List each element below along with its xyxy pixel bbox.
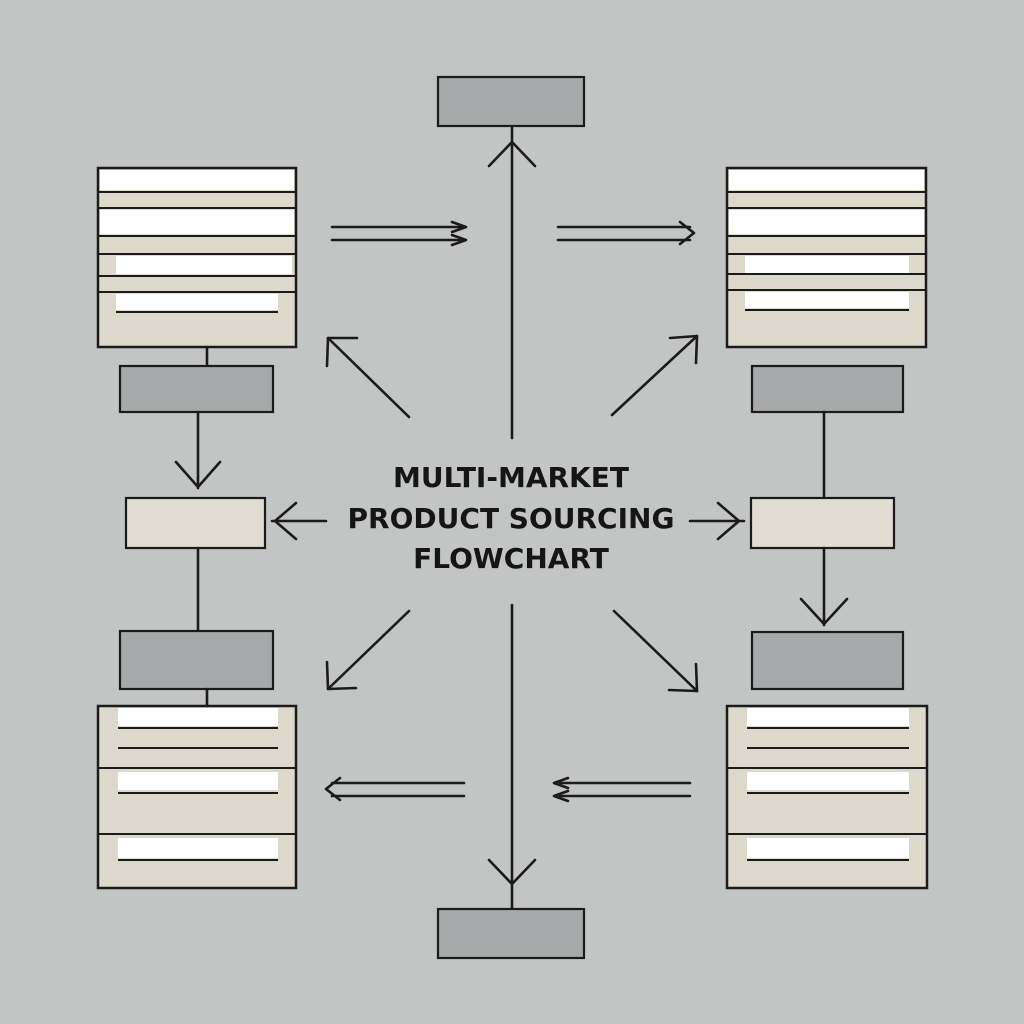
arrow-center-to-top [487, 125, 537, 440]
right-middle-box [749, 496, 896, 550]
double-arrow-bottom-right-to-center [552, 776, 692, 803]
document-top-left [96, 166, 298, 349]
left-lower-box [118, 629, 275, 691]
bottom-box [436, 907, 586, 960]
arrow-right-middle-to-lower [799, 546, 849, 627]
double-arrow-bottom-center-to-left-doc [324, 776, 466, 802]
arrow-center-to-bottom [487, 603, 537, 910]
left-middle-box [124, 496, 267, 550]
arrow-center-to-top-right-doc [610, 334, 699, 417]
title-line-2: PRODUCT SOURCING [348, 502, 675, 535]
title-line-3: FLOWCHART [413, 542, 609, 575]
double-arrow-top-left-to-right [330, 220, 468, 247]
arrow-center-to-top-left-doc [325, 336, 411, 419]
right-upper-box [750, 364, 905, 414]
right-lower-box [750, 630, 905, 691]
left-upper-box [118, 364, 275, 414]
top-box [436, 75, 586, 128]
arrow-center-to-bottom-left-doc [325, 609, 411, 691]
arrow-center-to-bottom-right-doc [612, 609, 699, 693]
arrow-center-to-left-middle [270, 501, 328, 541]
document-bottom-right [725, 704, 929, 890]
title-line-1: MULTI-MARKET [393, 461, 629, 494]
arrow-left-upper-to-middle [174, 410, 222, 490]
document-top-right [725, 166, 928, 349]
document-bottom-left [96, 704, 298, 890]
double-arrow-top-center-to-right-doc [556, 220, 696, 246]
arrow-center-to-right-middle [688, 501, 746, 541]
